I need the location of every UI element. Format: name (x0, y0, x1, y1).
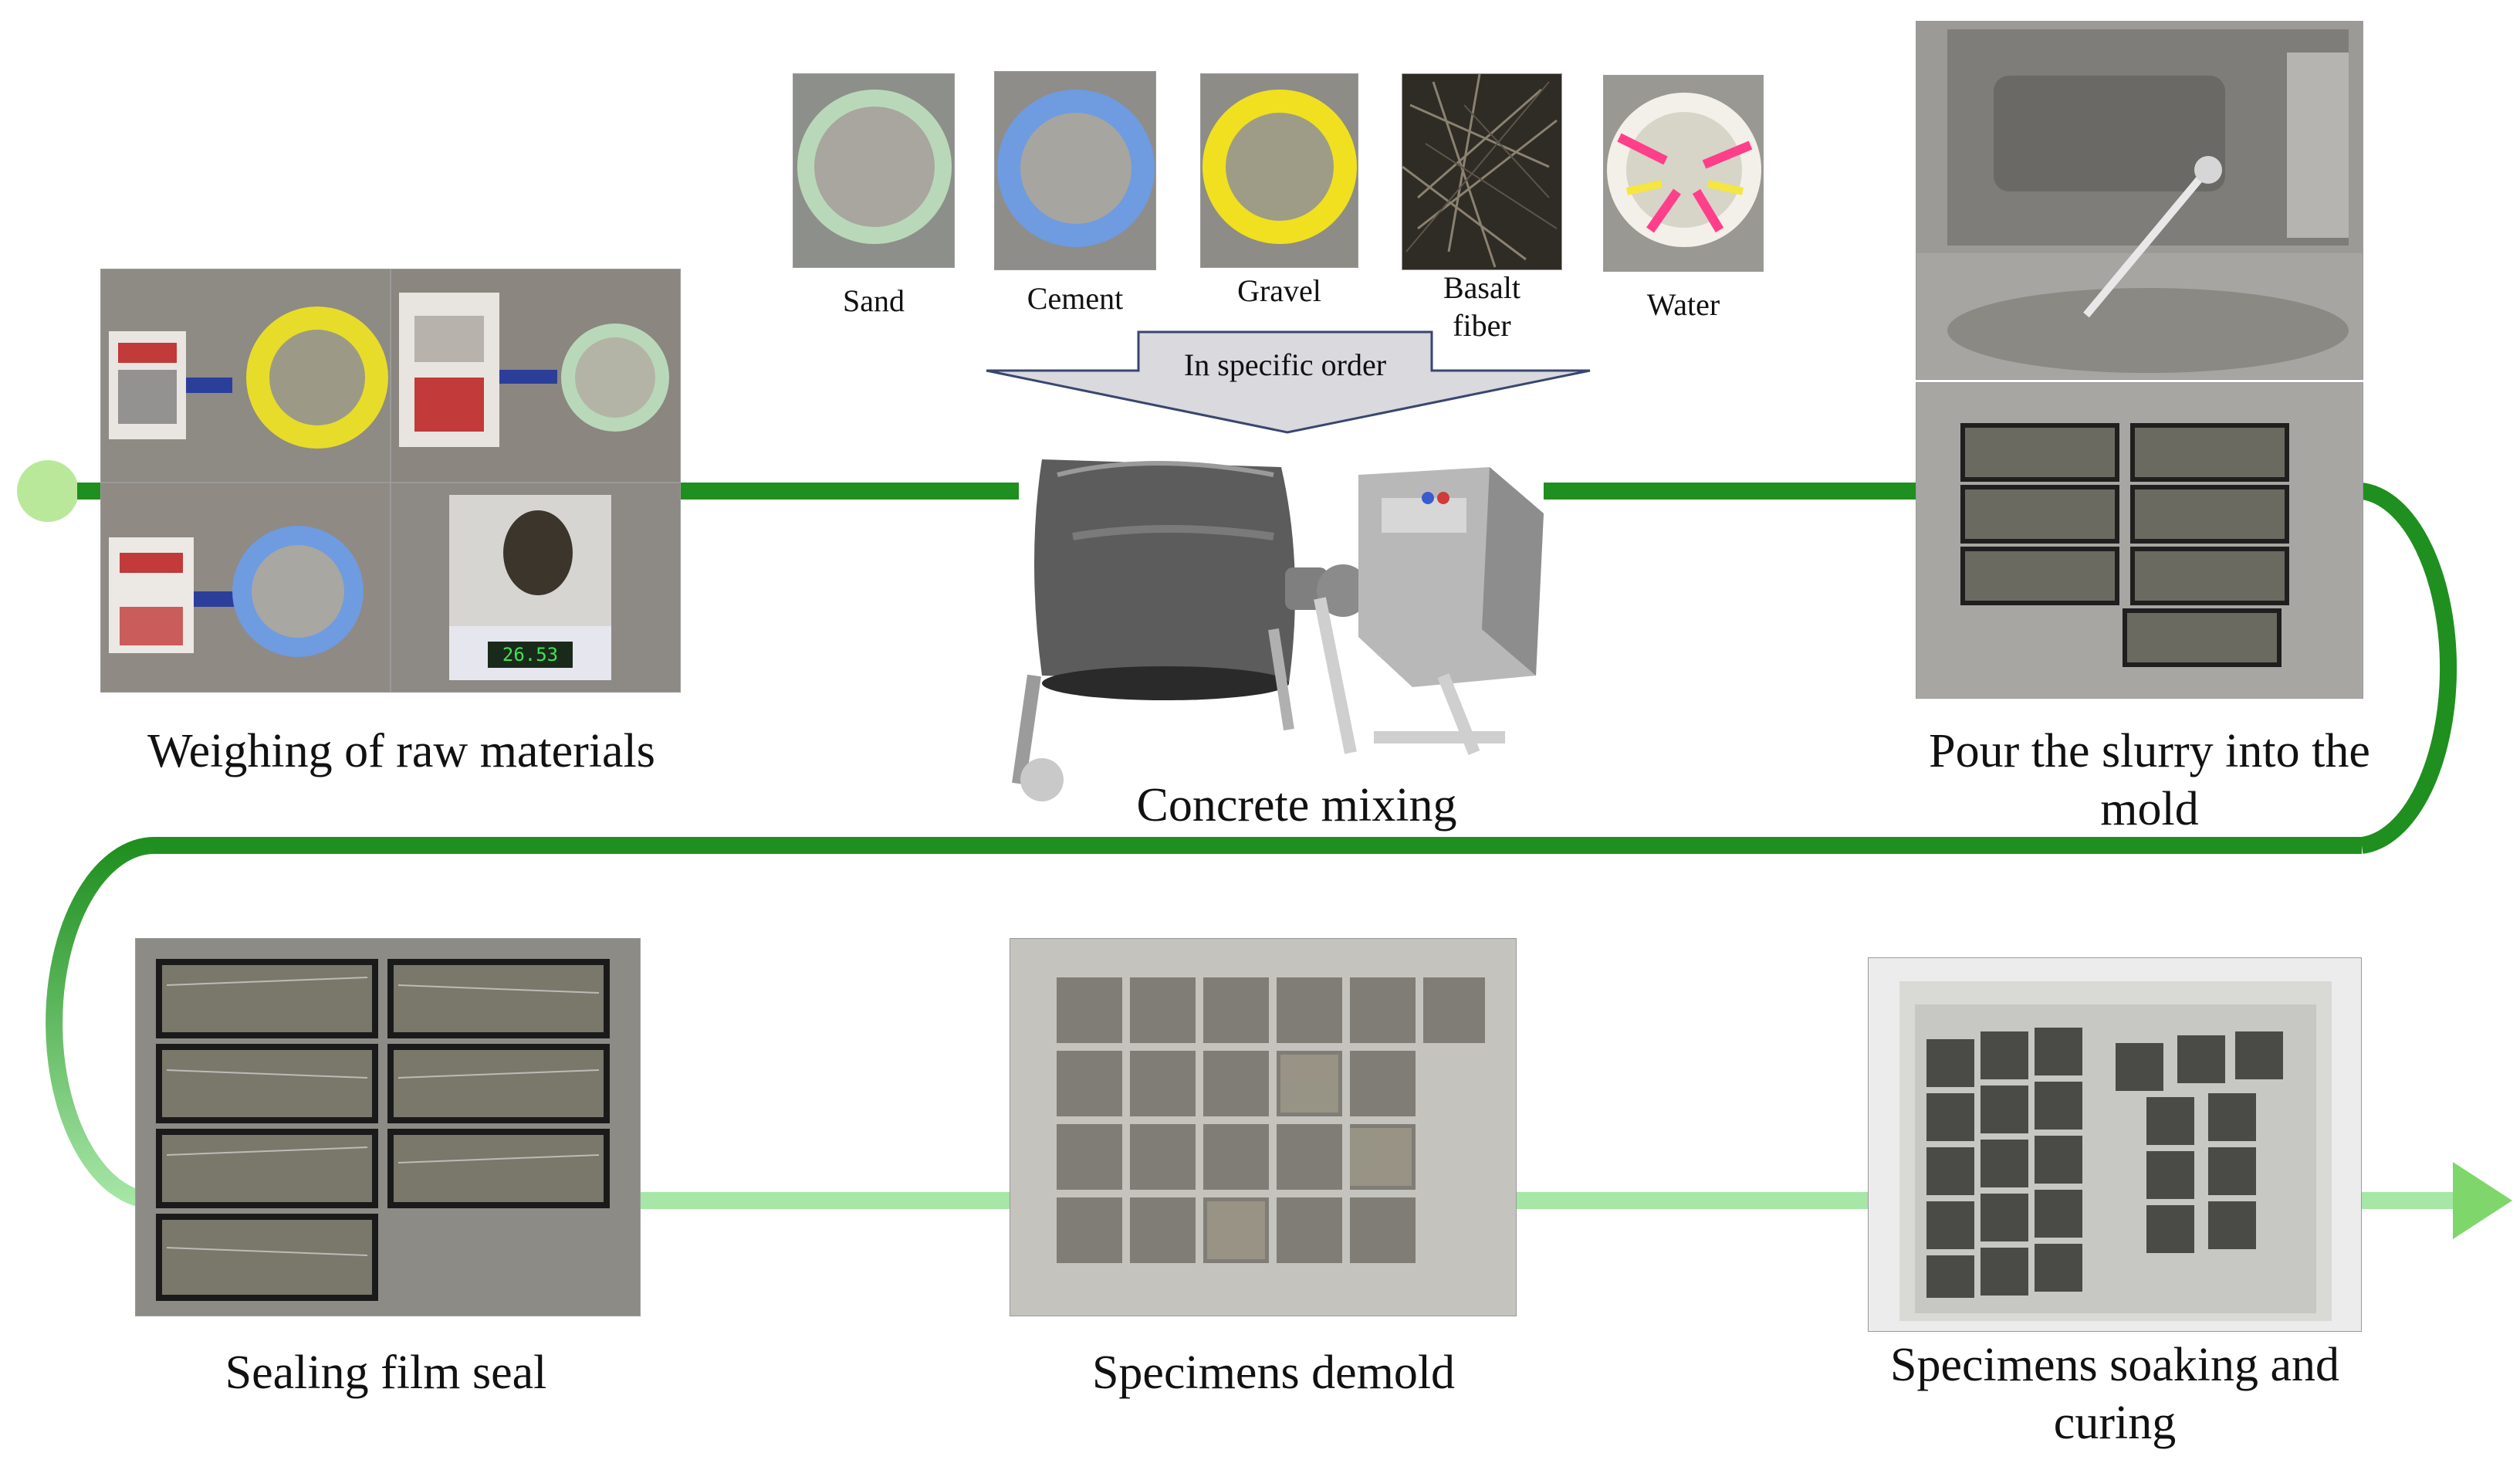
order-arrow (986, 330, 1591, 434)
soaking-step-label-line2: curing (2053, 1397, 2177, 1449)
flow-turn-right (2360, 483, 2457, 854)
pour-step-label-line2: mold (2100, 783, 2199, 835)
soaking-step-label-line1: Specimens soaking and (1889, 1339, 2339, 1391)
demold-step-label: Specimens demold (1091, 1346, 1456, 1399)
start-dot (17, 460, 79, 522)
gravel-label: Gravel (1237, 273, 1321, 308)
flow-turn-left (46, 837, 155, 1209)
pour-step-label-line1: Pour the slurry into the (1929, 725, 2370, 777)
basalt-fiber-label-line1: Basalt (1443, 270, 1520, 305)
flow-line-middle (154, 837, 2362, 854)
sealing-film-photo (135, 938, 641, 1316)
water-photo (1603, 75, 1764, 272)
flow-arrow-head (2453, 1162, 2512, 1239)
pour-slurry-photo (1916, 21, 2363, 380)
flow-line-top-1 (77, 483, 102, 500)
cement-label: Cement (1027, 281, 1124, 316)
weighing-photo-green (391, 269, 681, 483)
gravel-photo (1200, 73, 1358, 268)
soaking-curing-photo (1868, 957, 2362, 1332)
flow-line-bottom-1 (639, 1192, 1010, 1209)
basalt-fiber-photo (1402, 73, 1562, 270)
weighing-photo-fiber-scale: 26.53 (391, 483, 681, 693)
weighing-step-label: Weighing of raw materials (147, 725, 655, 777)
weighing-photo-yellow (100, 269, 391, 483)
sand-label: Sand (843, 283, 905, 318)
cement-photo (994, 71, 1156, 270)
flow-line-top-2 (679, 483, 1019, 500)
order-label: In specific order (1183, 347, 1387, 382)
mixing-step-label: Concrete mixing (1136, 779, 1457, 832)
flow-line-top-3 (1544, 483, 1922, 500)
sealing-step-label: Sealing film seal (225, 1346, 547, 1399)
flow-line-bottom-2 (1517, 1192, 1868, 1209)
scale-display-readout: 26.53 (502, 644, 559, 666)
flow-line-bottom-3 (2362, 1192, 2454, 1209)
sand-photo (793, 73, 955, 268)
specimens-demold-photo (1010, 938, 1517, 1316)
basalt-fiber-label-line2: fiber (1453, 308, 1511, 343)
mold-filled-photo (1916, 382, 2363, 699)
weighing-photo-blue (100, 483, 391, 693)
concrete-mixer-image (1012, 459, 1544, 801)
water-label: Water (1646, 287, 1720, 322)
